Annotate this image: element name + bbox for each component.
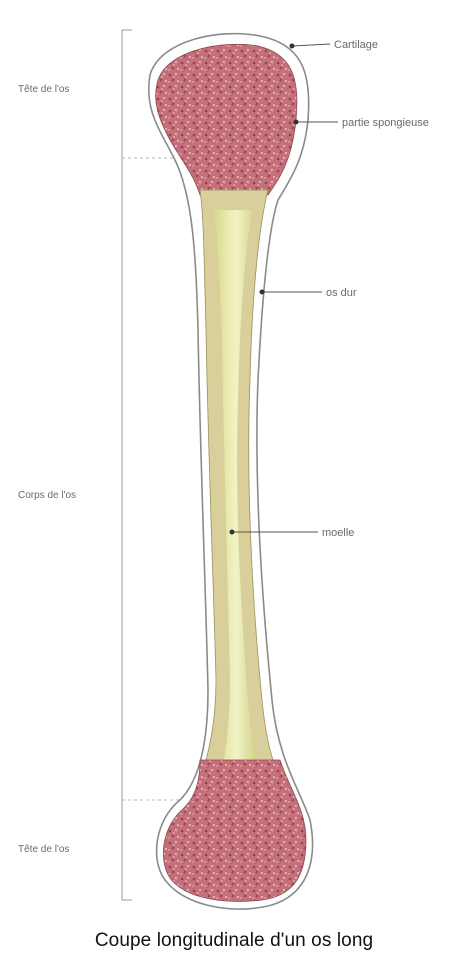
label-compact-bone: os dur xyxy=(326,287,357,299)
bottom-head-spongy-bone xyxy=(163,760,306,901)
figure-caption: Coupe longitudinale d'un os long xyxy=(0,930,468,952)
region-label-top: Tête de l'os xyxy=(18,84,69,95)
region-label-bottom: Tête de l'os xyxy=(18,844,69,855)
label-spongy-bone: partie spongieuse xyxy=(342,117,429,129)
label-marrow: moelle xyxy=(322,527,354,539)
label-cartilage: Cartilage xyxy=(334,39,378,51)
top-head-spongy-bone xyxy=(156,44,297,195)
region-label-middle: Corps de l'os xyxy=(18,490,76,501)
